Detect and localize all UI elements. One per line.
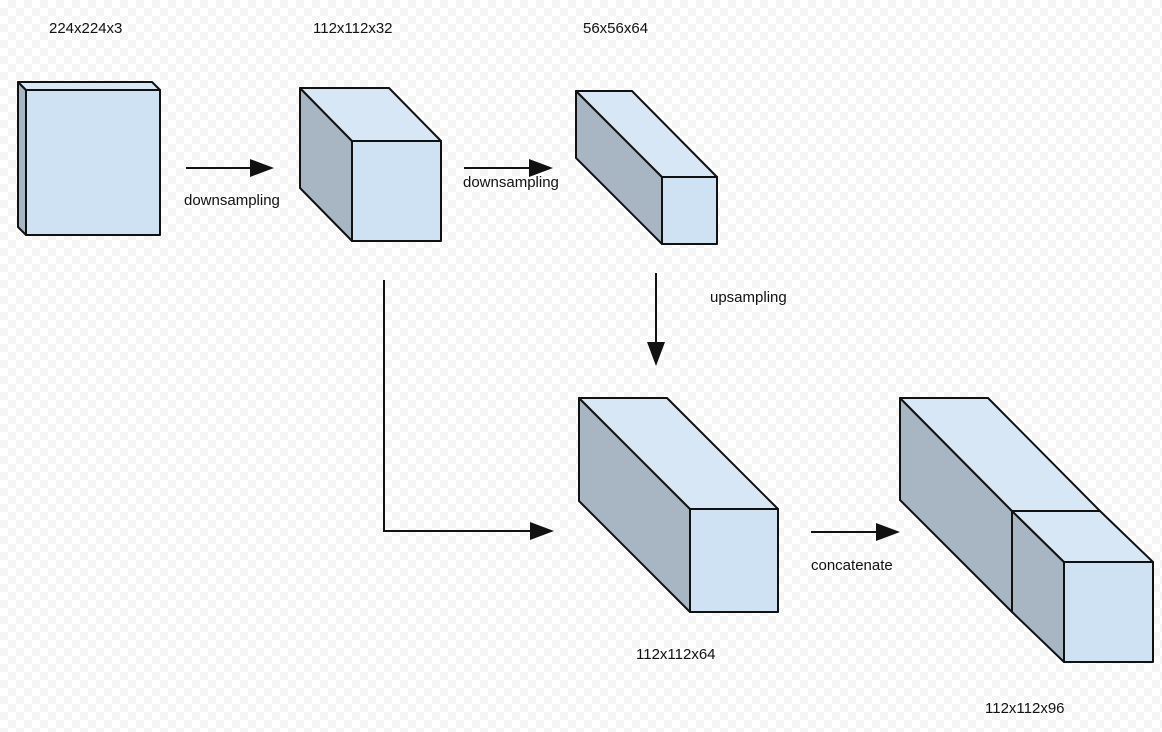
block-down1-dims-label: 112x112x32	[313, 20, 393, 37]
block-down1-front-face	[351, 140, 442, 242]
block-up-dims-label: 112x112x64	[636, 646, 716, 663]
edge-label-down2-to-up: upsampling	[710, 289, 787, 306]
block-input-dims-label: 224x224x3	[49, 20, 123, 37]
block-input-front-face	[25, 89, 161, 236]
block-concat-dims-label: 112x112x96	[985, 700, 1065, 717]
arrow-skip-down1-to-up	[383, 280, 554, 540]
block-down2-dims-label: 56x56x64	[583, 20, 649, 37]
block-up-front-face	[689, 508, 779, 613]
edge-label-input-to-down1: downsampling	[184, 192, 280, 209]
edge-label-up-to-concat: concatenate	[811, 557, 893, 574]
arrowhead	[647, 342, 665, 366]
arrow-input-to-down1	[186, 159, 274, 177]
arrowhead	[250, 159, 274, 177]
arrow-up-to-concat	[811, 523, 900, 541]
arrow-down1-to-down2	[464, 159, 553, 177]
arrowhead	[529, 159, 553, 177]
block-concat-front-face	[1063, 561, 1154, 663]
block-down2-56x56x64	[575, 90, 718, 245]
arrowhead	[530, 522, 554, 540]
block-input-side-face	[17, 81, 27, 236]
block-input-224x224x3	[17, 81, 161, 236]
block-up-112x112x64	[578, 397, 779, 613]
arrowhead	[876, 523, 900, 541]
block-down1-112x112x32	[299, 87, 442, 242]
block-down2-front-face	[661, 176, 718, 245]
edge-label-down1-to-down2: downsampling	[463, 174, 559, 191]
arrow-down2-to-up	[647, 273, 665, 366]
block-concat-112x112x96	[899, 397, 1154, 663]
block-input-top-face	[17, 81, 161, 91]
